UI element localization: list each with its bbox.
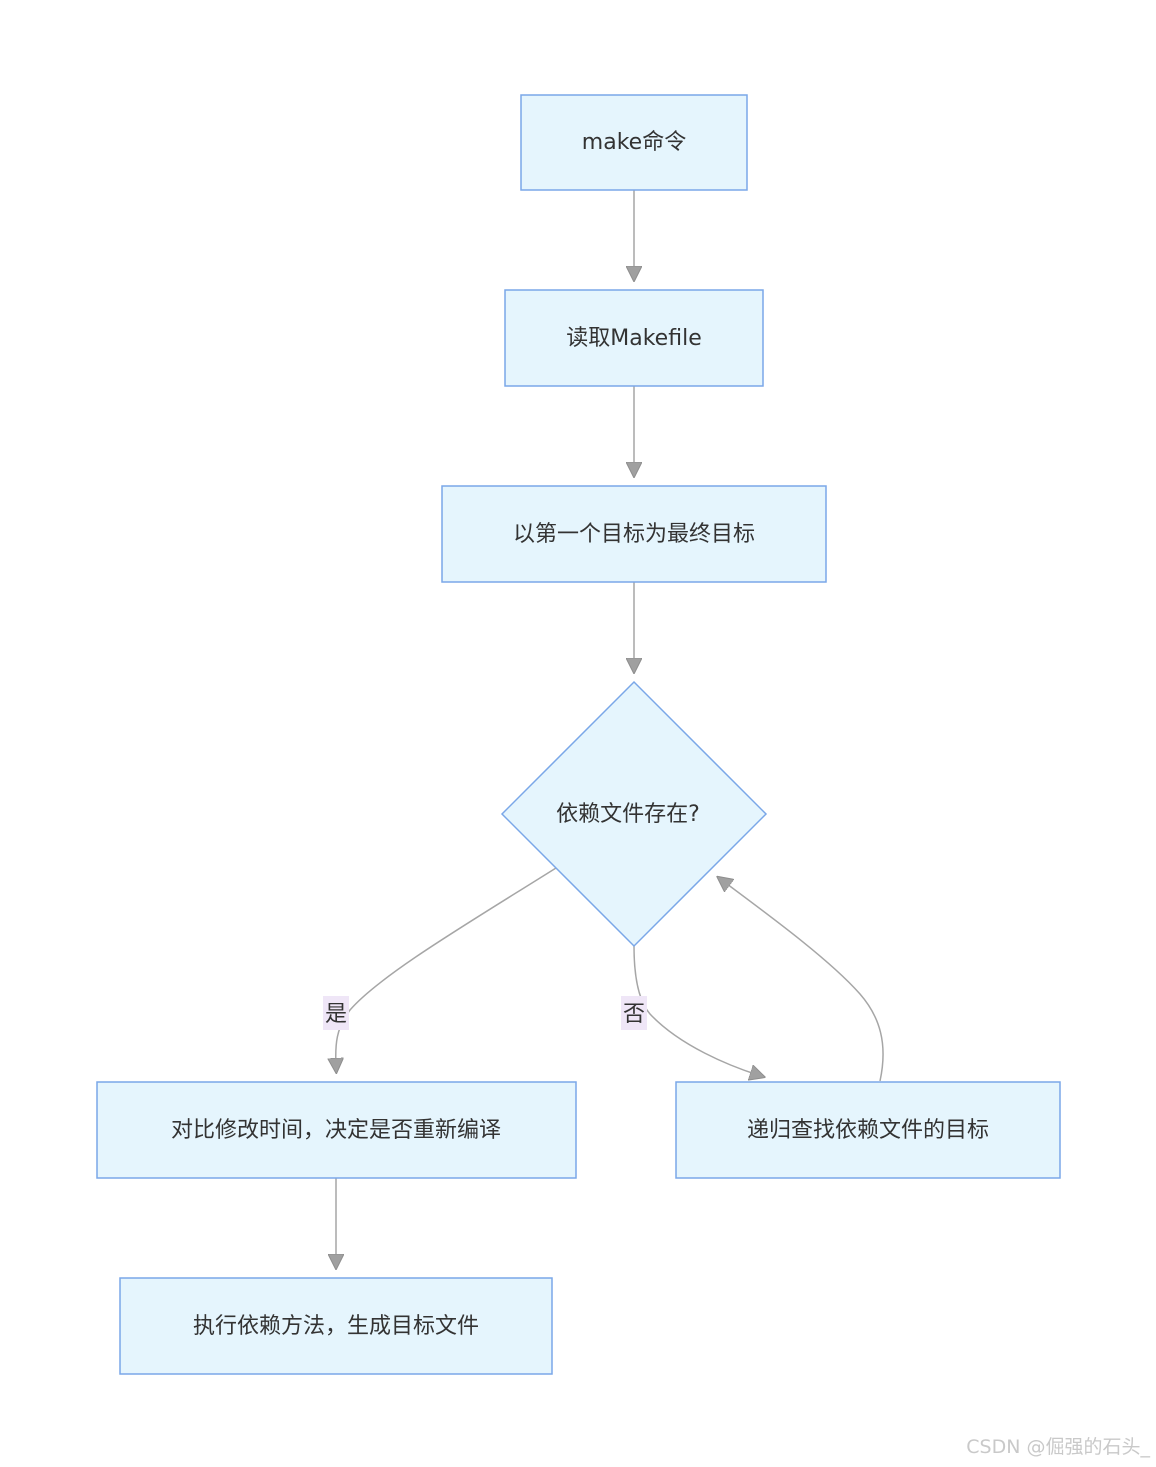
node-execute: 执行依赖方法，生成目标文件	[119, 1277, 553, 1375]
edge-label-no: 否	[621, 996, 647, 1030]
svg-text:依赖文件存在?: 依赖文件存在?	[556, 802, 700, 827]
svg-text:否: 否	[623, 1002, 645, 1027]
svg-text:递归查找依赖文件的目标: 递归查找依赖文件的目标	[747, 1118, 989, 1143]
node-recursive-find: 递归查找依赖文件的目标	[675, 1081, 1061, 1179]
node-compare-time: 对比修改时间，决定是否重新编译	[96, 1081, 577, 1179]
node-make-command: make命令	[520, 94, 748, 191]
svg-text:make命令: make命令	[582, 130, 686, 155]
svg-text:对比修改时间，决定是否重新编译: 对比修改时间，决定是否重新编译	[171, 1118, 501, 1143]
edge-yes-to-compare	[336, 867, 557, 1066]
svg-text:执行依赖方法，生成目标文件: 执行依赖方法，生成目标文件	[193, 1314, 479, 1339]
svg-text:是: 是	[325, 1002, 347, 1027]
edge-label-yes: 是	[323, 996, 349, 1030]
edge-recursive-back-to-decision	[723, 881, 884, 1082]
node-read-makefile: 读取Makefile	[504, 289, 764, 387]
node-deps-exist-decision: 依赖文件存在?	[500, 680, 768, 948]
edge-no-to-recursive	[633, 945, 758, 1075]
svg-text:读取Makefile: 读取Makefile	[566, 326, 701, 351]
watermark: CSDN @倔强的石头_	[966, 1436, 1150, 1458]
svg-text:以第一个目标为最终目标: 以第一个目标为最终目标	[513, 522, 755, 547]
node-first-target: 以第一个目标为最终目标	[441, 485, 827, 583]
